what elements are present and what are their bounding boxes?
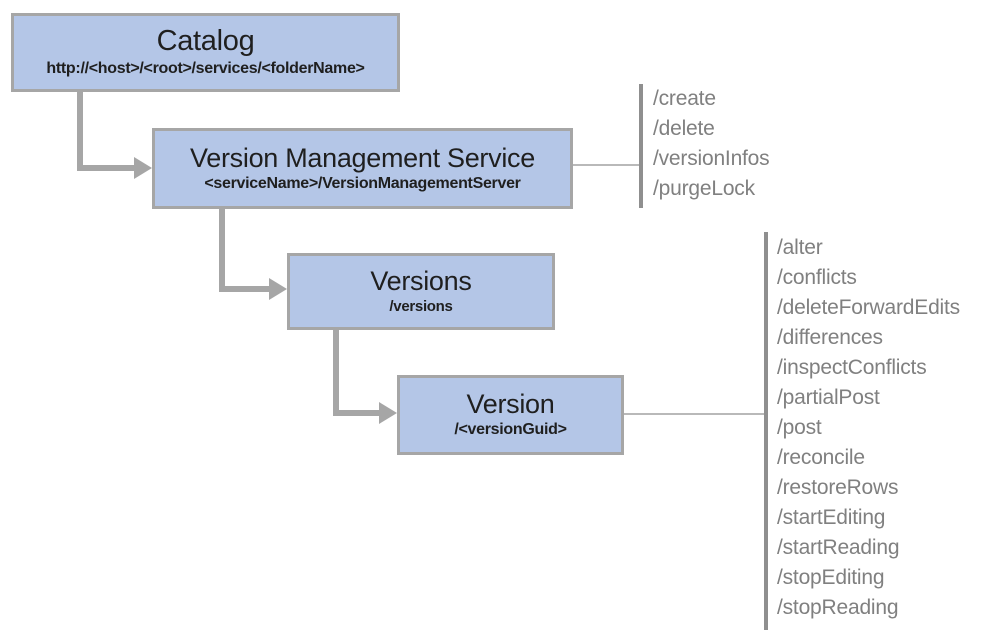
operation-item: /startEditing — [777, 506, 886, 529]
operation-item: /create — [653, 87, 716, 110]
operation-item: /stopEditing — [777, 566, 885, 589]
operation-item: /alter — [777, 236, 823, 259]
connector-catalog-to-vms-horizontal — [77, 165, 136, 171]
operations-list-version: /alter/conflicts/deleteForwardEdits/diff… — [777, 233, 960, 623]
arrowhead-icon — [379, 402, 397, 424]
operation-item: /differences — [777, 326, 883, 349]
node-catalog-title: Catalog — [156, 25, 255, 58]
operation-item: /restoreRows — [777, 476, 899, 499]
node-versions-url-pattern: /versions — [389, 298, 453, 316]
node-vms-title: Version Management Service — [190, 142, 535, 173]
operations-list-vms: /create/delete/versionInfos/purgeLock — [653, 84, 770, 204]
operation-item: /delete — [653, 117, 715, 140]
operation-item: /startReading — [777, 536, 900, 559]
operation-item: /versionInfos — [653, 147, 770, 170]
operation-item: /conflicts — [777, 266, 857, 289]
leader-line-vms-operations — [573, 164, 640, 166]
node-versions: Versions /versions — [287, 253, 555, 330]
connector-versions-to-version-horizontal — [333, 410, 381, 416]
node-catalog: Catalog http://<host>/<root>/services/<f… — [11, 13, 400, 92]
connector-vms-to-versions-horizontal — [219, 286, 271, 292]
operations-bracket-vms — [639, 84, 643, 208]
node-catalog-url-pattern: http://<host>/<root>/services/<folderNam… — [46, 59, 365, 77]
node-version-management-service: Version Management Service <serviceName>… — [152, 128, 573, 209]
arrowhead-icon — [269, 278, 287, 300]
leader-line-version-operations — [624, 413, 765, 415]
connector-catalog-to-vms-vertical — [77, 91, 83, 171]
node-vms-url-pattern: <serviceName>/VersionManagementServer — [204, 174, 521, 192]
node-version-url-pattern: /<versionGuid> — [454, 421, 567, 439]
arrowhead-icon — [134, 157, 152, 179]
operation-item: /partialPost — [777, 386, 880, 409]
operation-item: /inspectConflicts — [777, 356, 927, 379]
operation-item: /post — [777, 416, 822, 439]
node-version: Version /<versionGuid> — [397, 375, 624, 455]
node-version-title: Version — [466, 389, 555, 420]
operation-item: /reconcile — [777, 446, 865, 469]
operation-item: /deleteForwardEdits — [777, 296, 960, 319]
operation-item: /purgeLock — [653, 177, 755, 200]
connector-versions-to-version-vertical — [333, 328, 339, 416]
operations-bracket-version — [764, 232, 768, 630]
node-versions-title: Versions — [370, 266, 472, 297]
connector-vms-to-versions-vertical — [219, 206, 225, 292]
operation-item: /stopReading — [777, 596, 899, 619]
